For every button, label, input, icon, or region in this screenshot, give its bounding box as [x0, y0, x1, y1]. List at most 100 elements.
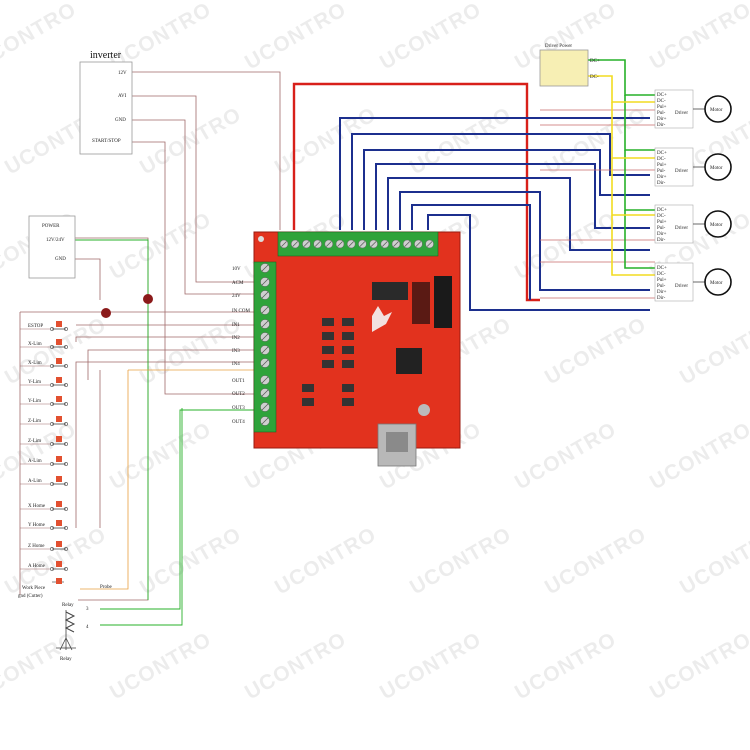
driver-pin-label: Pul+ — [657, 220, 667, 225]
watermark-text: UCONTRO — [406, 103, 516, 180]
driver-box — [654, 204, 694, 244]
power-pin: GND — [55, 257, 66, 262]
switch-button — [56, 358, 62, 364]
switch-label: X-Lim — [28, 342, 42, 347]
switch-item: A Home — [20, 561, 68, 571]
driver-pin-label: Dir+ — [657, 232, 667, 237]
switch-button — [56, 396, 62, 402]
motor-icon — [704, 153, 732, 181]
switch-button — [56, 321, 62, 327]
switch-item: Y-Lim — [20, 396, 68, 406]
switch-item: X Home — [20, 501, 68, 511]
board-terminal-label: ACM — [232, 281, 244, 286]
junction-dot — [101, 308, 111, 318]
driver-pin-label: Dir- — [657, 123, 666, 128]
driver-pin-label: DC+ — [657, 266, 667, 271]
driver-box — [654, 262, 694, 302]
board-terminal-label: 24V — [232, 294, 241, 299]
motor-label: Motor — [710, 281, 723, 286]
switch-label: Y-Lim — [28, 399, 41, 404]
driver-pin-label: DC- — [657, 157, 666, 162]
relay-symbol — [56, 637, 76, 651]
switch-item: X-Lim — [20, 339, 68, 349]
inverter-pin: 12V — [118, 71, 127, 76]
controller-board — [253, 231, 461, 467]
probe-group: Work Piece gnd (Cutter) Probe — [18, 578, 112, 599]
watermark-text: UCONTRO — [676, 523, 750, 600]
switch-label: A-Lim — [28, 479, 42, 484]
driver-box — [654, 147, 694, 187]
switch-label: Z-Lim — [28, 419, 41, 424]
probe-label-2: gnd (Cutter) — [18, 594, 43, 599]
watermark-text: UCONTRO — [541, 523, 651, 600]
switch-label: Z-Lim — [28, 439, 41, 444]
relay-pin: 4 — [86, 625, 89, 630]
driver-pin-label: Pul- — [657, 226, 666, 231]
motor-icon — [704, 268, 732, 296]
watermark-text: UCONTRO — [1, 523, 111, 600]
switch-label: Y Home — [28, 523, 46, 528]
inverter-pin: GND — [115, 118, 126, 123]
board-terminal-label: OUT3 — [232, 406, 245, 411]
opto-chip — [342, 318, 354, 326]
switch-label: Z Home — [28, 544, 45, 549]
switch-label: ESTOP — [28, 324, 43, 329]
relay-group: Relay 3 4 Relay — [56, 603, 89, 662]
switch-button — [56, 377, 62, 383]
switch-item: A-Lim — [20, 476, 68, 486]
switch-button — [56, 541, 62, 547]
opto-chip — [322, 360, 334, 368]
driver-pin-label: DC- — [657, 99, 666, 104]
switch-button — [56, 476, 62, 482]
watermark-text: UCONTRO — [136, 313, 246, 390]
opto-chip — [322, 332, 334, 340]
left-terminal-screws — [260, 263, 270, 426]
ic-chip — [372, 282, 408, 300]
watermark-text: UCONTRO — [646, 628, 750, 705]
driver-pin-label: Pul+ — [657, 163, 667, 168]
inverter-box: inverter 12V AVI GND START/STOP — [79, 50, 133, 155]
driver-pin-label: DC+ — [657, 151, 667, 156]
relay-coil — [64, 611, 76, 633]
switch-column: ESTOPX-LimX-LimY-LimY-LimZ-LimZ-LimA-Lim… — [20, 321, 68, 571]
relay-pin: 3 — [86, 607, 89, 612]
driver-label: Driver — [675, 111, 688, 116]
inverter-pin: START/STOP — [92, 139, 121, 144]
opto-chip — [342, 384, 354, 392]
watermark-text: UCONTRO — [376, 628, 486, 705]
switch-item: Z-Lim — [20, 436, 68, 446]
switch-item: A-Lim — [20, 456, 68, 466]
motor-icon — [704, 95, 732, 123]
opto-chip — [342, 398, 354, 406]
capacitor — [418, 404, 430, 416]
motor-label: Motor — [710, 108, 723, 113]
mount-hole — [258, 236, 264, 242]
opto-chip — [342, 346, 354, 354]
driver-label: Driver — [675, 284, 688, 289]
power-pin: 12V/24V — [46, 238, 65, 243]
driver-pin-label: DC+ — [657, 93, 667, 98]
opto-chip — [302, 398, 314, 406]
driver-label: Driver — [675, 169, 688, 174]
pin-header — [412, 282, 430, 324]
inverter-pin: AVI — [118, 94, 127, 99]
driver-pin-label: Pul- — [657, 284, 666, 289]
switch-button — [56, 561, 62, 567]
power-box: POWER 12V/24V GND — [28, 215, 76, 279]
watermark-text: UCONTRO — [0, 0, 81, 74]
wires — [19, 59, 655, 626]
watermark-text: UCONTRO — [511, 628, 621, 705]
opto-chip — [322, 346, 334, 354]
relay-bottom-label: Relay — [60, 657, 72, 662]
switch-button — [56, 339, 62, 345]
pin-header — [434, 276, 452, 328]
watermark-text: UCONTRO — [241, 0, 351, 74]
driver-power-pin: DC+ — [590, 59, 600, 64]
switch-label: A Home — [28, 564, 46, 569]
